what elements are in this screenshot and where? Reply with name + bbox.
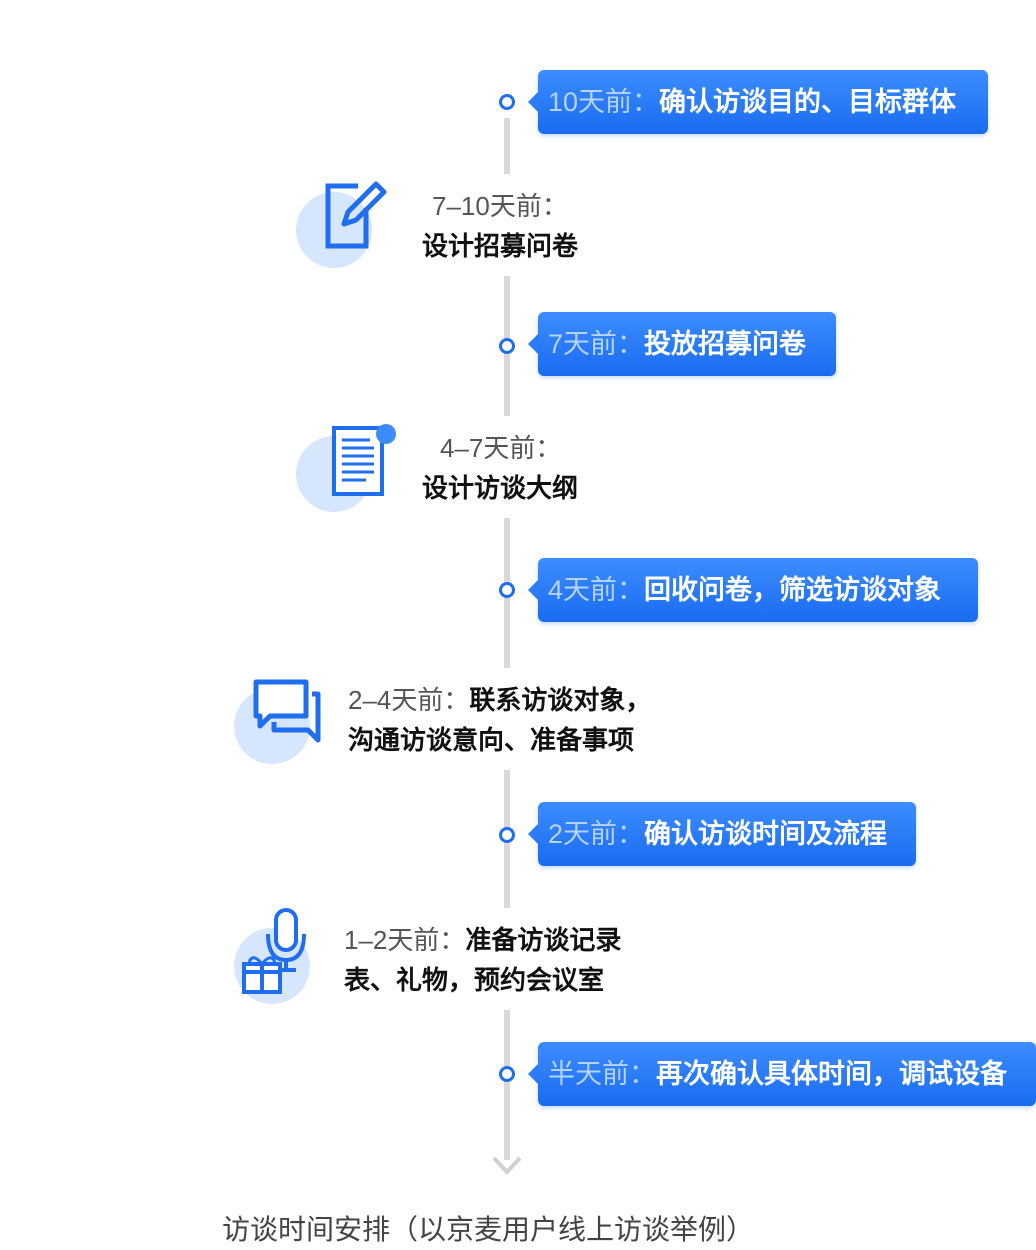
bubble-task: 确认访谈时间及流程 [644,819,888,849]
step-time: 2–4天前： [348,685,470,715]
bubble-task: 回收问卷，筛选访谈对象 [644,575,942,605]
step-text: 2–4天前：联系访谈对象， 沟通访谈意向、准备事项 [348,680,651,760]
step-text: 1–2天前：准备访谈记录 表、礼物，预约会议室 [344,920,621,1000]
step-text: 4–7天前： 设计访谈大纲 [422,428,578,508]
timeline-bubble: 2天前：确认访谈时间及流程 [528,802,916,866]
timeline-bubble: 7天前：投放招募问卷 [528,312,836,376]
timeline-bubble: 10天前：确认访谈目的、目标群体 [528,70,988,134]
step-icon-wrap [234,664,334,764]
step-task: 设计招募问卷 [422,231,579,261]
bubble-time: 半天前： [548,1059,656,1089]
timeline-line-1 [504,118,510,174]
step-icon-wrap [296,412,396,512]
step-task-line2: 表、礼物，预约会议室 [344,965,605,995]
step-task-line2: 沟通访谈意向、准备事项 [348,725,635,755]
bubble-time: 7天前： [548,329,645,359]
step-task: 设计访谈大纲 [422,473,579,503]
step-text: 7–10天前： 设计招募问卷 [422,186,578,266]
step-time: 4–7天前： [440,433,562,463]
chat-icon [253,679,321,743]
step-task: 准备访谈记录 [465,925,622,955]
edit-icon [325,181,387,249]
microphone-gift-icon [242,908,306,994]
bubble-time: 4天前： [548,575,645,605]
step-icon-wrap [296,168,396,268]
bubble-task: 再次确认具体时间，调试设备 [656,1059,1007,1089]
step-time: 1–2天前： [344,925,466,955]
timeline-dot [499,94,515,110]
document-icon [332,424,396,496]
timeline-bubble: 半天前：再次确认具体时间，调试设备 [528,1042,1036,1106]
bubble-task: 投放招募问卷 [644,329,807,359]
timeline-dot [499,338,515,354]
step-task: 联系访谈对象， [469,685,652,715]
diagram-caption: 访谈时间安排（以京麦用户线上访谈举例） [222,1214,755,1245]
timeline-dot [499,582,515,598]
step-icon-wrap [234,904,334,1004]
timeline-arrow-down-icon [492,1156,522,1175]
timeline-bubble: 4天前：回收问卷，筛选访谈对象 [528,558,978,622]
bubble-task: 确认访谈目的、目标群体 [659,87,957,117]
timeline-dot [499,1066,515,1082]
timeline-dot [499,827,515,843]
icon-circle [296,192,372,268]
bubble-time: 10天前： [548,87,660,117]
bubble-time: 2天前： [548,819,645,849]
timeline-line-5 [504,1010,510,1160]
step-time: 7–10天前： [432,191,568,221]
